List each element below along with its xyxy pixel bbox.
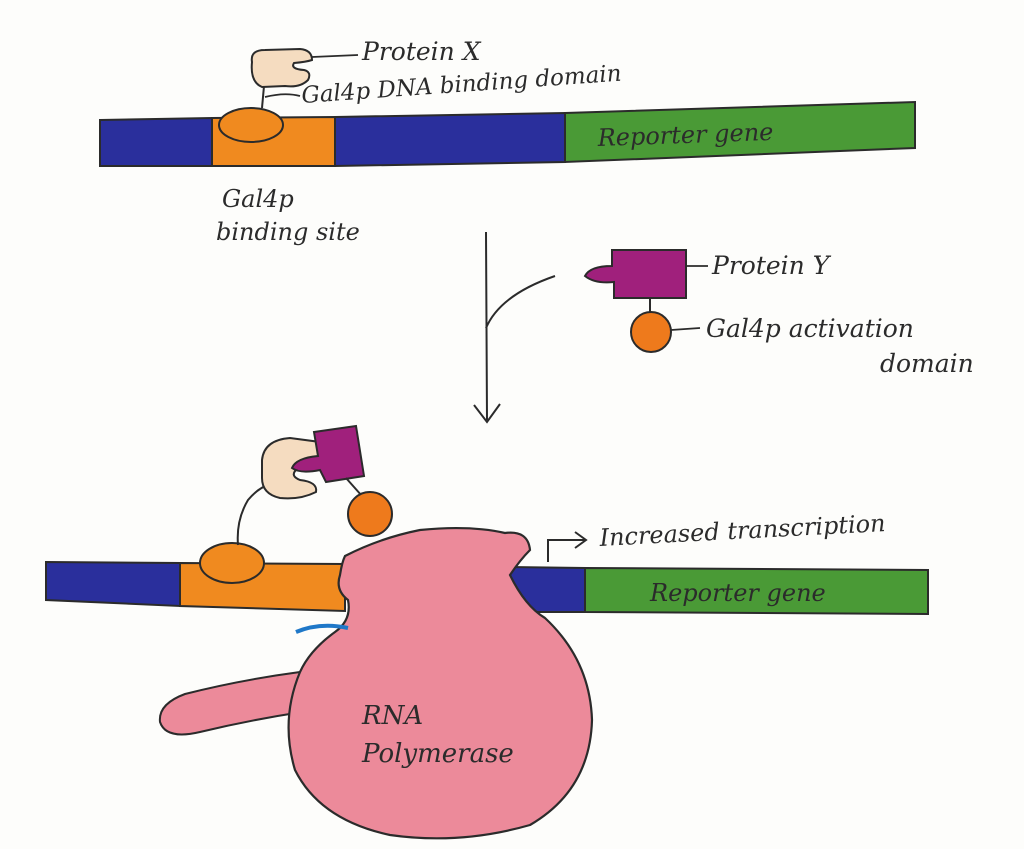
dna-binding-domain-pointer [264, 93, 301, 98]
top-dna-blue-middle [334, 111, 566, 168]
polymerase-groove [295, 623, 349, 634]
protein-y-label: Protein Y [711, 251, 832, 280]
top-linker [261, 85, 265, 109]
bottom-reporter-gene [584, 566, 929, 616]
top-dna-blue-left [99, 116, 213, 167]
activation-domain-pointer [670, 327, 701, 331]
activation-domain-label-line1: Gal4p activation [706, 314, 914, 343]
bottom-activation-linker [345, 477, 363, 497]
bottom-dna-blue-left [45, 560, 181, 608]
bottom-protein-y-shape [290, 424, 366, 484]
increased-transcription-label: Increased transcription [598, 509, 886, 552]
top-reporter-gene [564, 100, 916, 164]
protein-x-shape [250, 47, 314, 89]
protein-x-label: Protein X [361, 37, 482, 66]
top-reporter-gene-label: Reporter gene [596, 118, 774, 152]
dna-binding-domain-label: Gal4p DNA binding domain [301, 61, 623, 109]
bottom-reporter-gene-label: Reporter gene [649, 579, 826, 607]
bottom-linker-x [236, 483, 271, 546]
bottom-dna-binding-domain [199, 542, 265, 584]
arrow-branch [485, 275, 556, 329]
transcription-start-arrow [547, 531, 588, 562]
top-dna-binding-domain [218, 107, 284, 143]
rna-polymerase-body [287, 526, 594, 840]
protein-y-shape [583, 249, 687, 299]
bottom-dna-strand [45, 560, 929, 616]
rna-label-line2: Polymerase [361, 739, 514, 769]
binding-site-label-line1: Gal4p [222, 185, 294, 213]
activation-domain-label-line2: domain [880, 349, 974, 378]
top-dna-strand [99, 100, 916, 168]
rna-label-line1: RNA [361, 701, 423, 731]
activation-domain-shape [630, 311, 672, 353]
protein-x-pointer [311, 54, 359, 58]
binding-site-label-line2: binding site [216, 218, 360, 246]
rna-polymerase-arm [158, 670, 304, 736]
bottom-activation-domain-shape [347, 491, 393, 537]
